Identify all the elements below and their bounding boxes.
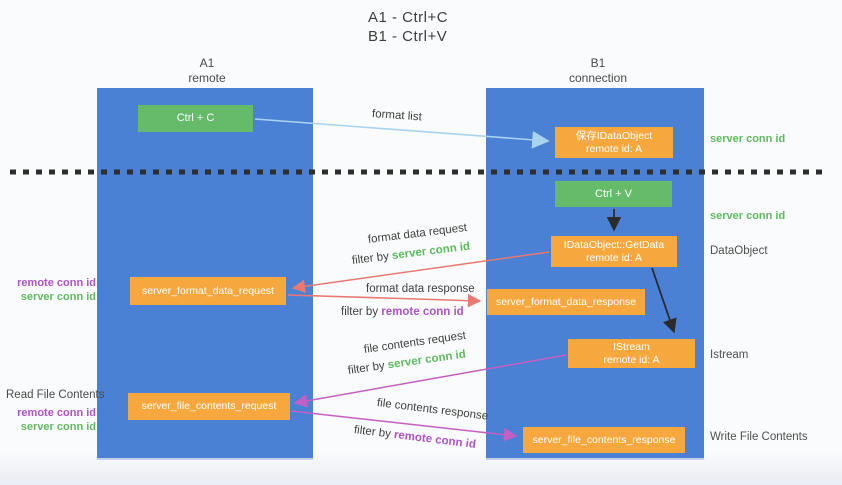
idataobject-getdata-title: IDataObject::GetData	[563, 238, 665, 251]
title-line-a1: A1 - Ctrl+C	[368, 9, 449, 26]
format-data-response-arrow	[287, 293, 482, 308]
filter-by-text: filter by	[341, 306, 379, 318]
remote-conn-id-annotation: remote conn id	[17, 407, 96, 419]
istream-box: IStream remote id: A	[568, 339, 695, 368]
file-contents-response-label: file contents response	[376, 397, 489, 423]
format-data-response-filter-label: filter by remote conn id	[341, 306, 464, 318]
ctrl-c-action-box: Ctrl + C	[138, 105, 253, 132]
idataobject-getdata-remote-id: remote id: A	[585, 251, 643, 264]
ctrl-v-action-box: Ctrl + V	[555, 181, 672, 207]
format-list-label: format list	[371, 108, 423, 124]
istream-annotation: Istream	[710, 349, 749, 361]
lifeline-header-b1: B1 connection	[538, 56, 658, 86]
server-conn-id-annotation-top: server conn id	[710, 133, 786, 145]
read-file-contents-annotation: Read File Contents	[6, 389, 105, 401]
server-conn-id-annotation: server conn id	[20, 291, 96, 303]
filter-by-text: filter by	[353, 424, 392, 441]
server-file-contents-response-box: server_file_contents_response	[523, 427, 685, 453]
lifeline-a1-role: remote	[188, 71, 226, 85]
save-idataobject-box: 保存IDataObject remote id: A	[555, 127, 673, 158]
file-request-conn-ids: Read File Contents remote conn id server…	[6, 388, 105, 434]
server-format-data-request-box: server_format_data_request	[130, 277, 286, 305]
remote-conn-id-text: remote conn id	[393, 428, 477, 451]
save-idataobject-remote-id: remote id: A	[585, 142, 643, 155]
filter-by-text: filter by	[351, 250, 390, 267]
server-conn-id-annotation-bottom: server conn id	[710, 210, 786, 222]
filter-by-text: filter by	[347, 359, 386, 377]
server-file-contents-request-box: server_file_contents_request	[128, 393, 290, 420]
dataobject-annotation: DataObject	[710, 245, 768, 257]
title-line-b1: B1 - Ctrl+V	[368, 28, 448, 45]
lifeline-b1-name: B1	[590, 56, 606, 70]
write-file-contents-annotation: Write File Contents	[710, 431, 808, 443]
remote-conn-id-text: remote conn id	[381, 306, 464, 318]
save-idataobject-title: 保存IDataObject	[575, 129, 653, 142]
lifeline-b1-role: connection	[568, 71, 628, 85]
lifeline-a1-name: A1	[199, 56, 215, 70]
istream-title: IStream	[613, 340, 650, 353]
server-conn-id-text: server conn id	[387, 348, 467, 372]
server-format-data-response-box: server_format_data_response	[487, 289, 645, 315]
file-contents-response-filter-label: filter by remote conn id	[353, 424, 476, 451]
format-data-response-label: format data response	[366, 283, 475, 295]
istream-remote-id: remote id: A	[603, 353, 660, 366]
diagram-title: A1 - Ctrl+C B1 - Ctrl+V	[368, 8, 448, 46]
lifeline-header-a1: A1 remote	[147, 56, 267, 86]
server-conn-id-annotation: server conn id	[20, 421, 96, 433]
remote-conn-id-annotation: remote conn id	[17, 277, 96, 289]
format-request-conn-ids: remote conn id server conn id	[6, 276, 96, 304]
server-conn-id-text: server conn id	[391, 240, 471, 263]
idataobject-getdata-box: IDataObject::GetData remote id: A	[551, 236, 677, 267]
